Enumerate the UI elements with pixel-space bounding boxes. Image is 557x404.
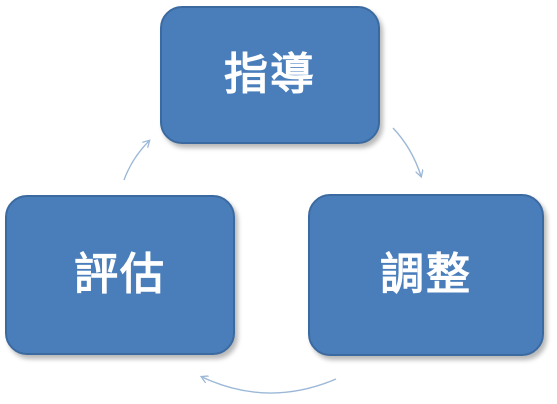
- arrow-right-to-left: [202, 377, 337, 394]
- node-adjustment-label: 調整: [380, 249, 472, 300]
- node-adjustment: 調整: [308, 194, 544, 356]
- arrow-left-to-top: [123, 141, 149, 181]
- node-guidance-label: 指導: [224, 49, 316, 100]
- node-evaluation-label: 評估: [74, 249, 166, 300]
- node-evaluation: 評估: [5, 195, 235, 355]
- arrow-top-to-right: [392, 127, 421, 176]
- node-guidance: 指導: [160, 6, 380, 144]
